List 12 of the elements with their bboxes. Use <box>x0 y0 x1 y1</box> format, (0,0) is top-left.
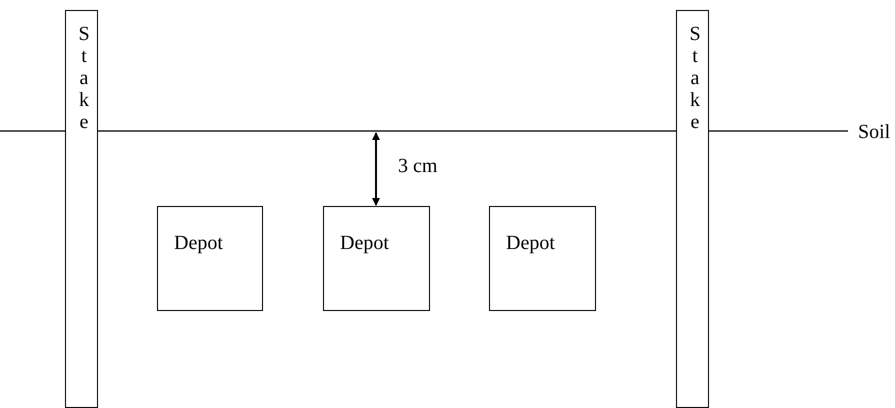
depot-label: Depot <box>174 231 223 255</box>
depot-label: Depot <box>506 231 555 255</box>
stake-label: Stake <box>683 23 707 133</box>
dimension-label: 3 cm <box>398 154 438 178</box>
stake-label: Stake <box>72 23 96 133</box>
depot-label: Depot <box>340 231 389 255</box>
stake <box>676 10 709 408</box>
depot-box <box>323 206 430 311</box>
stake <box>65 10 98 408</box>
depot-box <box>489 206 596 311</box>
depot-box <box>157 206 263 311</box>
soil-label: Soil <box>858 120 890 144</box>
